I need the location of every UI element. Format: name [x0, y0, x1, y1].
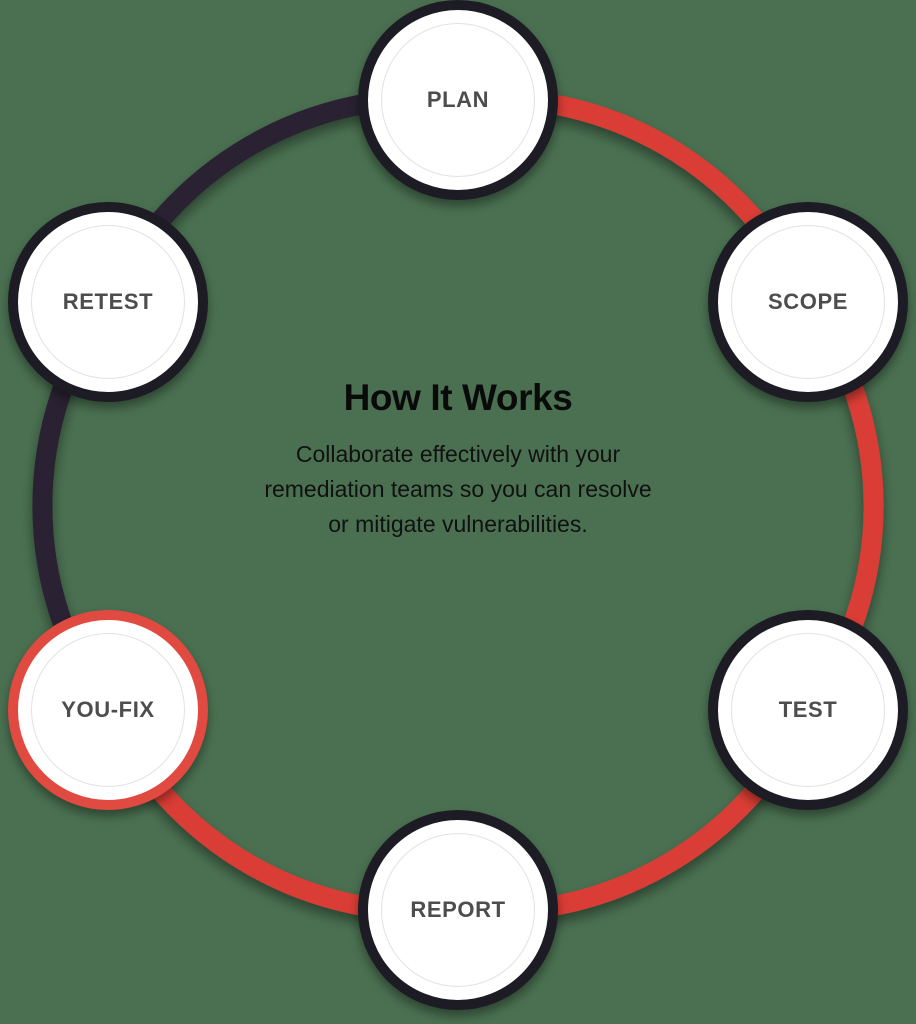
node-label-you-fix: YOU-FIX	[61, 697, 155, 722]
node-label-test: TEST	[778, 697, 838, 722]
node-label-report: REPORT	[410, 897, 506, 922]
node-label-retest: RETEST	[62, 289, 154, 314]
node-report[interactable]: REPORT	[358, 810, 558, 1010]
node-you-fix[interactable]: YOU-FIX	[8, 610, 208, 810]
node-label-plan: PLAN	[426, 87, 490, 112]
node-label-scope: SCOPE	[767, 289, 849, 314]
node-retest[interactable]: RETEST	[8, 202, 208, 402]
node-plan[interactable]: PLAN	[358, 0, 558, 200]
node-scope[interactable]: SCOPE	[708, 202, 908, 402]
node-test[interactable]: TEST	[708, 610, 908, 810]
